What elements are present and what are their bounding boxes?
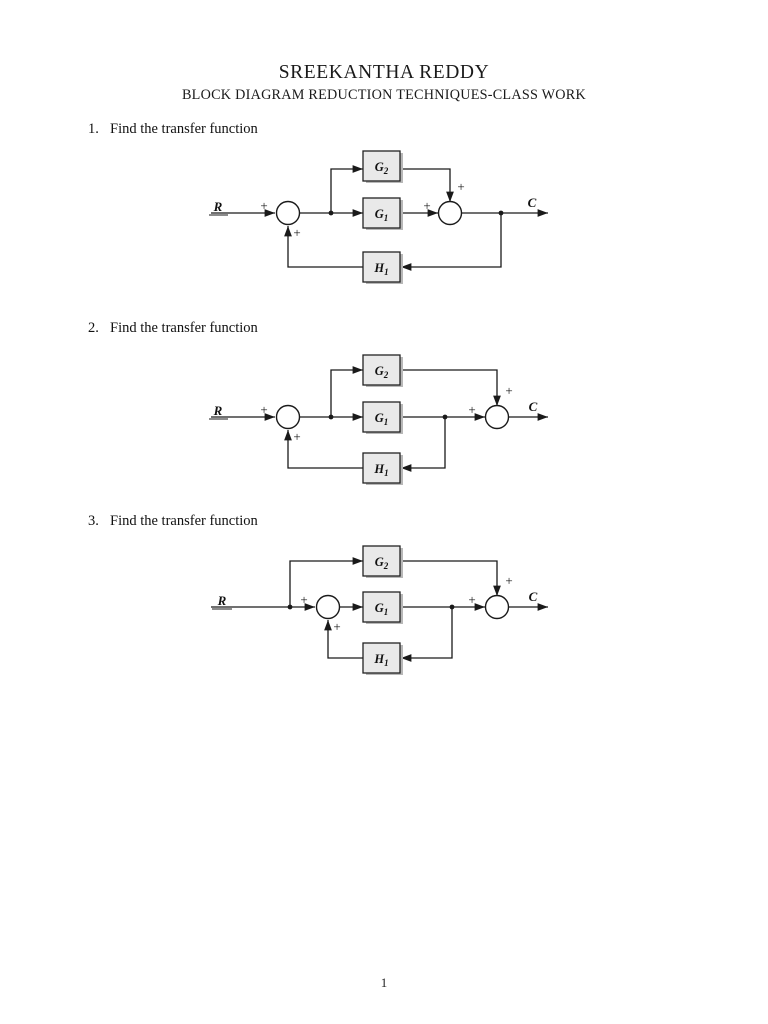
sign-sum2-left: + (468, 402, 475, 417)
signal-line-branch-to-g2 (330, 165, 363, 213)
signal-line-h1-to-sum1 (324, 620, 363, 659)
junction-dot-feedback (449, 604, 455, 610)
signal-line-g2-to-sum2 (401, 369, 501, 406)
signal-line-branch-to-g2 (330, 366, 363, 417)
summing-junction-2 (484, 594, 510, 620)
block-g2: G2 (362, 545, 403, 578)
signal-line-feedback-takeoff (401, 213, 502, 271)
signal-line-h1-to-sum1 (284, 430, 363, 469)
page-number: 1 (380, 975, 388, 990)
summing-junction-2 (484, 404, 510, 430)
label-input-r: R (213, 403, 223, 418)
junction-dot-branch (328, 414, 334, 420)
sign-sum1-bottom: + (293, 225, 300, 240)
problem-3-text: Find the transfer function (110, 513, 258, 529)
sign-sum1-bottom: + (293, 429, 300, 444)
sign-sum2-top: + (505, 383, 512, 398)
block-g2: G2 (362, 150, 403, 183)
summing-junction-1 (275, 200, 301, 226)
sign-sum2-left: + (423, 198, 430, 213)
page-title: SREEKANTHA REDDY (278, 62, 490, 83)
block-g1: G1 (362, 401, 403, 434)
sign-sum1-left: + (260, 198, 267, 213)
block-diagram-3: G2 G1 H1 R C + + + + (0, 535, 768, 690)
block-h1: H1 (362, 642, 403, 675)
problem-2-number: 2. (88, 320, 99, 336)
label-output-c: C (529, 589, 538, 604)
signal-line-feedback-takeoff (401, 417, 446, 472)
sign-sum1-left: + (260, 402, 267, 417)
problem-1-statement: 1. Find the transfer function (88, 121, 258, 138)
signal-line-g2-to-sum2 (401, 168, 454, 202)
signal-line-g2-to-sum2 (401, 560, 501, 596)
sign-sum2-top: + (457, 179, 464, 194)
page-subtitle: BLOCK DIAGRAM REDUCTION TECHNIQUES-CLASS… (181, 87, 587, 103)
summing-junction-2 (437, 200, 463, 226)
sign-sum2-top: + (505, 573, 512, 588)
label-output-c: C (528, 195, 537, 210)
problem-3-statement: 3. Find the transfer function (88, 513, 258, 530)
block-g1: G1 (362, 591, 403, 624)
sign-sum2-left: + (468, 592, 475, 607)
problem-1-number: 1. (88, 121, 99, 137)
signal-line-branch-to-g2 (289, 557, 363, 607)
junction-dot-feedback (442, 414, 448, 420)
block-h1: H1 (362, 251, 403, 284)
block-g1: G1 (362, 197, 403, 230)
signal-line-h1-to-sum1 (284, 226, 363, 268)
block-g2: G2 (362, 354, 403, 387)
signal-line-feedback-takeoff (401, 607, 453, 662)
sign-sum1-bottom: + (333, 619, 340, 634)
junction-dot-feedback (498, 210, 504, 216)
junction-dot-branch (287, 604, 293, 610)
problem-3-number: 3. (88, 513, 99, 529)
label-input-r: R (213, 199, 223, 214)
label-input-r: R (217, 593, 227, 608)
block-diagram-2: G2 G1 H1 R C + + + + (0, 340, 768, 495)
summing-junction-1 (275, 404, 301, 430)
summing-junction-1 (315, 594, 341, 620)
problem-1-text: Find the transfer function (110, 121, 258, 137)
sign-sum1-left: + (300, 592, 307, 607)
label-output-c: C (529, 399, 538, 414)
problem-2-statement: 2. Find the transfer function (88, 320, 258, 337)
block-h1: H1 (362, 452, 403, 485)
problem-2-text: Find the transfer function (110, 320, 258, 336)
junction-dot-branch (328, 210, 334, 216)
block-diagram-1: G2 G1 H1 R C + + + + (0, 145, 768, 300)
